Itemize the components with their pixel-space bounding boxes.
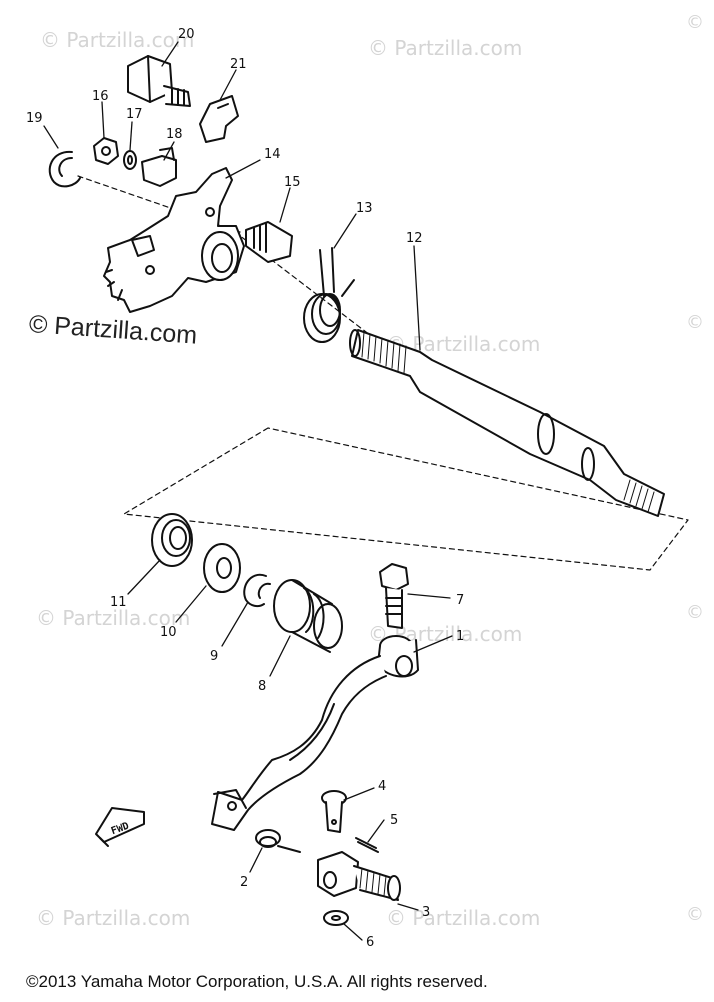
part-5-cotter-pin	[355, 837, 379, 853]
part-10-washer	[203, 543, 241, 593]
watermark-corner-mark: ©	[686, 312, 704, 333]
callout-14: 14	[264, 147, 281, 162]
callout-1: 1	[456, 629, 464, 644]
watermark-corner-mark: ©	[686, 602, 704, 623]
callout-9: 9	[210, 649, 218, 664]
part-19-circlip	[48, 150, 81, 188]
callout-10: 10	[160, 625, 177, 640]
watermark-corner-mark: ©	[686, 12, 704, 33]
part-15-pin	[245, 221, 293, 263]
callout-8: 8	[258, 679, 266, 694]
part-3-foot-peg	[317, 851, 401, 901]
fwd-direction-arrow	[95, 807, 145, 847]
callout-5: 5	[390, 813, 398, 828]
watermark: © Partzilla.com	[368, 36, 523, 60]
part-12-shaft	[349, 329, 665, 517]
copyright-notice: ©2013 Yamaha Motor Corporation, U.S.A. A…	[26, 972, 488, 991]
callout-4: 4	[378, 779, 386, 794]
part-8-boot	[273, 579, 343, 653]
watermark: © Partzilla.com	[40, 28, 195, 52]
part-1-shift-pedal	[211, 635, 419, 831]
part-11-oil-seal	[151, 513, 193, 567]
callout-16: 16	[92, 89, 109, 104]
part-7-bolt	[379, 563, 409, 629]
callout-15: 15	[284, 175, 301, 190]
part-20-bolt	[127, 55, 191, 107]
callout-leaders	[43, 41, 453, 941]
part-21-lock-plate	[199, 95, 239, 143]
part-9-circlip	[243, 573, 271, 608]
callout-19: 19	[26, 111, 43, 126]
part-18-bracket	[141, 147, 177, 187]
watermark: © Partzilla.com	[36, 906, 191, 930]
callout-7: 7	[456, 593, 464, 608]
callout-18: 18	[166, 127, 183, 142]
callout-3: 3	[422, 905, 430, 920]
part-2-spring	[255, 829, 301, 853]
callout-11: 11	[110, 595, 127, 610]
watermark: © Partzilla.com	[386, 906, 541, 930]
callout-21: 21	[230, 57, 247, 72]
callout-6: 6	[366, 935, 374, 950]
part-6-washer	[323, 910, 349, 926]
callout-12: 12	[406, 231, 423, 246]
part-13-spring	[303, 247, 355, 343]
callout-2: 2	[240, 875, 248, 890]
callout-17: 17	[126, 107, 143, 122]
part-17-washer	[123, 150, 137, 170]
watermark-corner-mark: ©	[686, 904, 704, 925]
part-16-nut	[93, 137, 119, 165]
part-4-clevis-pin	[321, 790, 347, 833]
callout-20: 20	[178, 27, 195, 42]
callout-13: 13	[356, 201, 373, 216]
watermark: © Partzilla.com	[36, 606, 191, 630]
part-14-shift-arm	[103, 167, 245, 313]
